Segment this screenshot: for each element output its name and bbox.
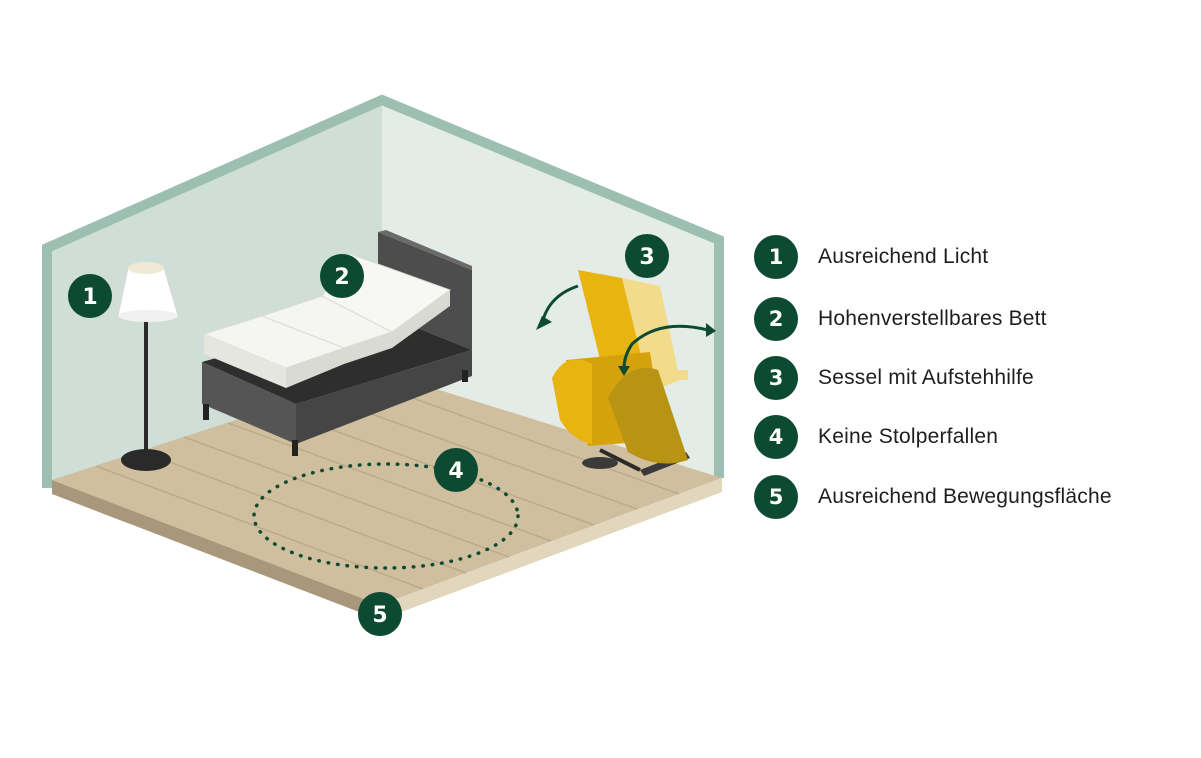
- badge-3: 3: [625, 234, 669, 278]
- room-floor: [52, 372, 722, 620]
- movement-area-outline: [252, 462, 520, 570]
- floor-top: [52, 372, 722, 605]
- legend-label: Hohenverstellbares Bett: [818, 307, 1047, 330]
- floor-left-edge: [52, 480, 380, 620]
- legend-number-badge: 4: [754, 415, 798, 459]
- legend-item-1: 1 Ausreichend Licht: [754, 234, 988, 280]
- legend-label: Sessel mit Aufstehhilfe: [818, 366, 1034, 389]
- badge-2-number: 2: [334, 265, 349, 290]
- legend-item-2: 2 Hohenverstellbares Bett: [754, 296, 1047, 342]
- badge-1: 1: [68, 274, 112, 318]
- legend-item-5: 5 Ausreichend Bewegungsfläche: [754, 474, 1112, 520]
- legend-number-badge: 2: [754, 297, 798, 341]
- wall-trim: [42, 94, 724, 488]
- badge-2: 2: [320, 254, 364, 298]
- badge-1-number: 1: [82, 285, 97, 310]
- legend-label: Ausreichend Bewegungsfläche: [818, 485, 1112, 508]
- legend-item-3: 3 Sessel mit Aufstehhilfe: [754, 355, 1034, 401]
- badge-4: 4: [434, 448, 478, 492]
- legend-number-badge: 5: [754, 475, 798, 519]
- arrow-head-left: [536, 316, 552, 330]
- badge-5-number: 5: [372, 603, 387, 628]
- legend-number-badge: 3: [754, 356, 798, 400]
- badge-4-number: 4: [448, 459, 463, 484]
- floor-right-edge: [380, 478, 722, 620]
- floor-lamp: [117, 262, 179, 471]
- legend-label: Ausreichend Licht: [818, 245, 989, 268]
- badge-5: 5: [358, 592, 402, 636]
- lift-chair: [552, 270, 690, 476]
- adjustable-bed: [202, 230, 472, 456]
- legend-number-badge: 1: [754, 235, 798, 279]
- legend-item-4: 4 Keine Stolperfallen: [754, 414, 998, 460]
- badge-3-number: 3: [639, 245, 654, 270]
- arrow-head-right: [706, 323, 716, 337]
- legend-label: Keine Stolperfallen: [818, 425, 999, 448]
- arrow-head-bottom: [618, 366, 630, 376]
